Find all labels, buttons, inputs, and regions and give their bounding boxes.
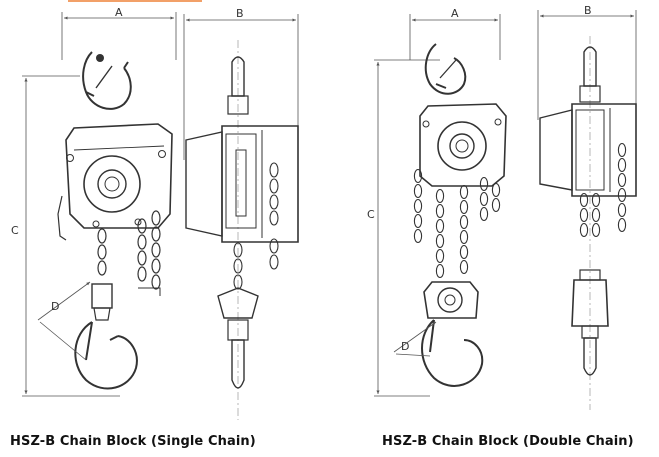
side-bottom-block [217,287,259,319]
top-hook-double [424,43,467,95]
caption-double-chain: HSZ-B Chain Block (Double Chain) [382,434,634,449]
single-dim-c-label: C [11,224,19,237]
bottom-hook-double [421,319,484,387]
load-chain-left [97,228,107,276]
top-hook [82,51,132,110]
side-housing [185,131,223,237]
bottom-hook-block [91,283,113,309]
side-housing-double [539,109,573,191]
pulley-block [423,281,479,319]
dim-d-line [37,281,91,321]
single-side-view [183,14,299,420]
single-dim-d-label: D [51,300,59,313]
double-dim-b-label: B [584,4,592,17]
caption-single-chain: HSZ-B Chain Block (Single Chain) [10,434,256,449]
dim-d-line-double [393,321,437,353]
housing [65,123,173,229]
housing-double [419,103,507,187]
double-dim-c-label: C [367,208,375,221]
single-dim-a-label: A [115,6,123,19]
single-front-view [22,12,177,397]
double-dim-a-label: A [451,7,459,20]
top-accent-bar [68,0,202,2]
bottom-hook [74,321,138,390]
double-front-view [374,14,507,397]
double-dim-d-label: D [401,340,409,353]
hand-chain-right [137,210,161,290]
single-dim-b-label: B [236,7,244,20]
double-side-view [537,10,637,410]
